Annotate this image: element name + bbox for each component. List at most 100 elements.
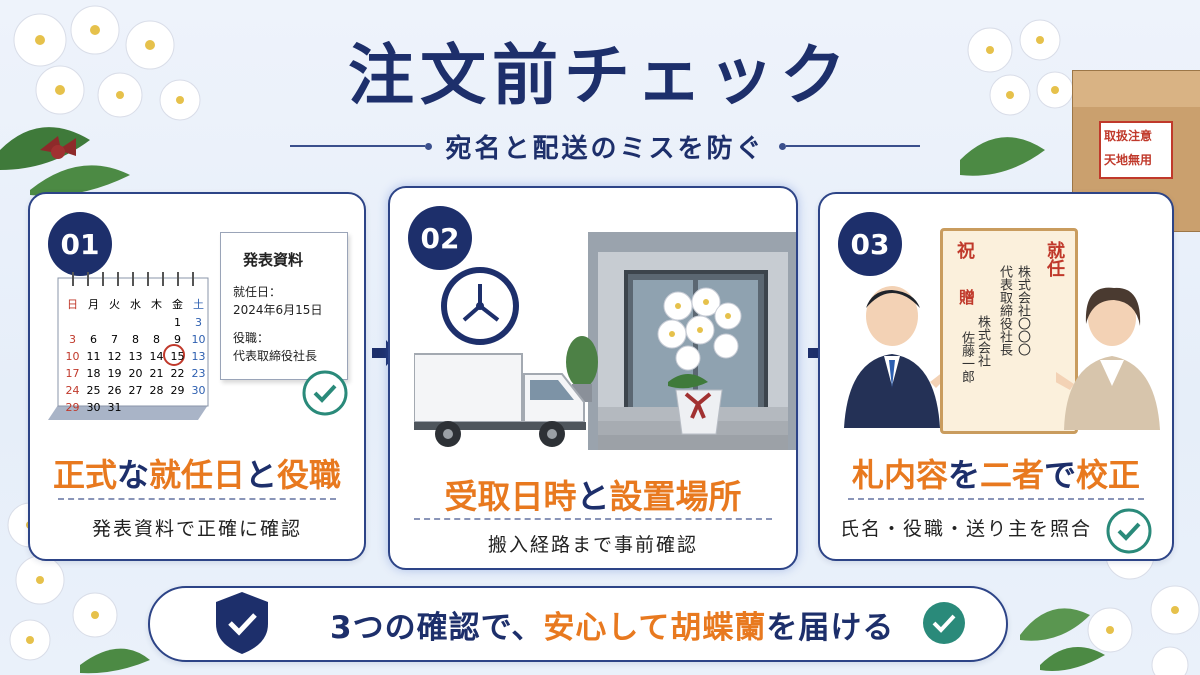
step-card-2: 02 bbox=[388, 186, 798, 570]
delivery-truck-illustration bbox=[414, 353, 586, 447]
weekday-fri: 金 bbox=[172, 298, 183, 311]
memo-role-value: 代表取締役社長 bbox=[233, 349, 318, 363]
step-title: 札内容を二者で校正 bbox=[820, 450, 1172, 496]
title-part-2: と bbox=[576, 477, 610, 516]
subtitle-dot-right bbox=[778, 142, 786, 150]
sign-gift: 贈 bbox=[956, 289, 975, 305]
orchid-decoration-top-left bbox=[0, 5, 201, 196]
calendar-date: 3 bbox=[69, 333, 76, 346]
calendar-date: 23 bbox=[191, 367, 206, 380]
step-title: 受取日時と設置場所 bbox=[390, 470, 796, 518]
sign-sender-name: 佐藤一郎 bbox=[959, 331, 974, 383]
weekday-thu: 木 bbox=[151, 298, 162, 311]
clock-icon bbox=[441, 267, 519, 345]
calendar-date: 13 bbox=[191, 350, 206, 363]
calendar-date: 27 bbox=[128, 384, 143, 397]
calendar-date: 19 bbox=[107, 367, 122, 380]
step-number-badge: 03 bbox=[838, 212, 902, 276]
title-part-3: 設置場所 bbox=[609, 477, 742, 516]
calendar-date: 17 bbox=[65, 367, 80, 380]
weekday-wed: 水 bbox=[130, 298, 141, 311]
calendar-date bbox=[146, 316, 167, 329]
calendar-date bbox=[83, 316, 104, 329]
weekday-sun: 日 bbox=[67, 298, 78, 311]
calendar-date: 30 bbox=[191, 384, 206, 397]
calendar-date: 10 bbox=[191, 333, 206, 346]
check-icon bbox=[302, 370, 348, 416]
announcement-document: 発表資料 就任日： 2024年6月15日 役職： 代表取締役社長 bbox=[220, 232, 348, 380]
calendar-date bbox=[104, 316, 125, 329]
orchid-decoration-top-right bbox=[960, 19, 1074, 176]
calendar-date bbox=[146, 401, 167, 414]
box-label-line2: 天地無用 bbox=[1104, 153, 1153, 167]
title-part-3: 二者 bbox=[979, 456, 1044, 494]
orchid-decoration-bottom-left bbox=[7, 502, 150, 674]
summary-text: 3つの確認で、安心して胡蝶蘭を届ける bbox=[330, 602, 894, 647]
calendar-date: 12 bbox=[107, 350, 122, 363]
calendar-date: 21 bbox=[149, 367, 164, 380]
step-number-badge: 02 bbox=[408, 206, 472, 270]
summary-part-2: 安心して胡蝶蘭 bbox=[543, 610, 767, 646]
title-part-1: 受取日時 bbox=[444, 477, 577, 516]
title-part-1: 正式 bbox=[52, 456, 117, 494]
title-part-4: と bbox=[245, 456, 278, 494]
calendar-date: 24 bbox=[65, 384, 80, 397]
memo-heading: 発表資料 bbox=[243, 251, 304, 269]
title-part-5: 校正 bbox=[1076, 456, 1141, 494]
calendar-date: 22 bbox=[170, 367, 185, 380]
title-part-2: を bbox=[947, 456, 980, 494]
calendar-date bbox=[62, 316, 83, 329]
calendar-date: 6 bbox=[90, 333, 97, 346]
calendar-date: 25 bbox=[86, 384, 101, 397]
summary-banner: 3つの確認で、安心して胡蝶蘭を届ける bbox=[148, 586, 1008, 662]
woman-in-suit-illustration bbox=[1056, 287, 1160, 430]
memo-role-label: 役職： bbox=[233, 331, 270, 345]
calendar-date: 3 bbox=[195, 316, 202, 329]
calendar-date bbox=[125, 401, 146, 414]
calendar-date bbox=[188, 401, 209, 414]
calendar-date: 1 bbox=[174, 316, 181, 329]
calendar-date: 26 bbox=[107, 384, 122, 397]
sign-recipient-company: 株式会社〇〇〇 bbox=[1015, 265, 1030, 356]
orchid-pot-illustration bbox=[657, 287, 742, 435]
calendar-date: 18 bbox=[86, 367, 101, 380]
sign-recipient-position: 代表取締役社長 bbox=[997, 265, 1012, 356]
calendar-date bbox=[125, 316, 146, 329]
congratulation-sign-board: 就任 祝 株式会社〇〇〇 代表取締役社長 贈 株式会社 佐藤一郎 bbox=[940, 228, 1078, 434]
summary-part-1: 3つの確認で、 bbox=[330, 610, 544, 646]
summary-part-3: を届ける bbox=[766, 610, 895, 646]
step-title: 正式な就任日と役職 bbox=[30, 450, 364, 496]
circled-date-marker bbox=[163, 344, 185, 366]
title-part-3: 就任日 bbox=[148, 456, 245, 494]
calendar-date: 8 bbox=[153, 333, 160, 346]
subtitle-row: 宛名と配送のミスを防ぐ bbox=[290, 132, 921, 164]
subtitle-divider-right bbox=[785, 145, 921, 147]
box-label-line1: 取扱注意 bbox=[1104, 129, 1153, 143]
weekday-tue: 火 bbox=[109, 298, 120, 311]
step-number-badge: 01 bbox=[48, 212, 112, 276]
card-divider bbox=[848, 498, 1144, 500]
calendar-date: 15 bbox=[170, 350, 185, 363]
step-description: 搬入経路まで事前確認 bbox=[487, 534, 698, 556]
calendar-date: 13 bbox=[128, 350, 143, 363]
calendar-date: 10 bbox=[65, 350, 80, 363]
calendar-date: 20 bbox=[128, 367, 143, 380]
calendar-date: 29 bbox=[170, 384, 185, 397]
subtitle-divider-left bbox=[290, 145, 425, 147]
weekday-mon: 月 bbox=[88, 298, 99, 311]
calendar-date: 8 bbox=[132, 333, 139, 346]
title-part-4: で bbox=[1044, 456, 1077, 494]
calendar-date: 29 bbox=[65, 401, 80, 414]
box-label: 取扱注意 天地無用 bbox=[1099, 121, 1173, 179]
calendar-date: 31 bbox=[107, 401, 122, 414]
calendar-week-row: 17 18 19 20 21 22 23 bbox=[62, 367, 212, 380]
title-part-2: な bbox=[116, 456, 149, 494]
